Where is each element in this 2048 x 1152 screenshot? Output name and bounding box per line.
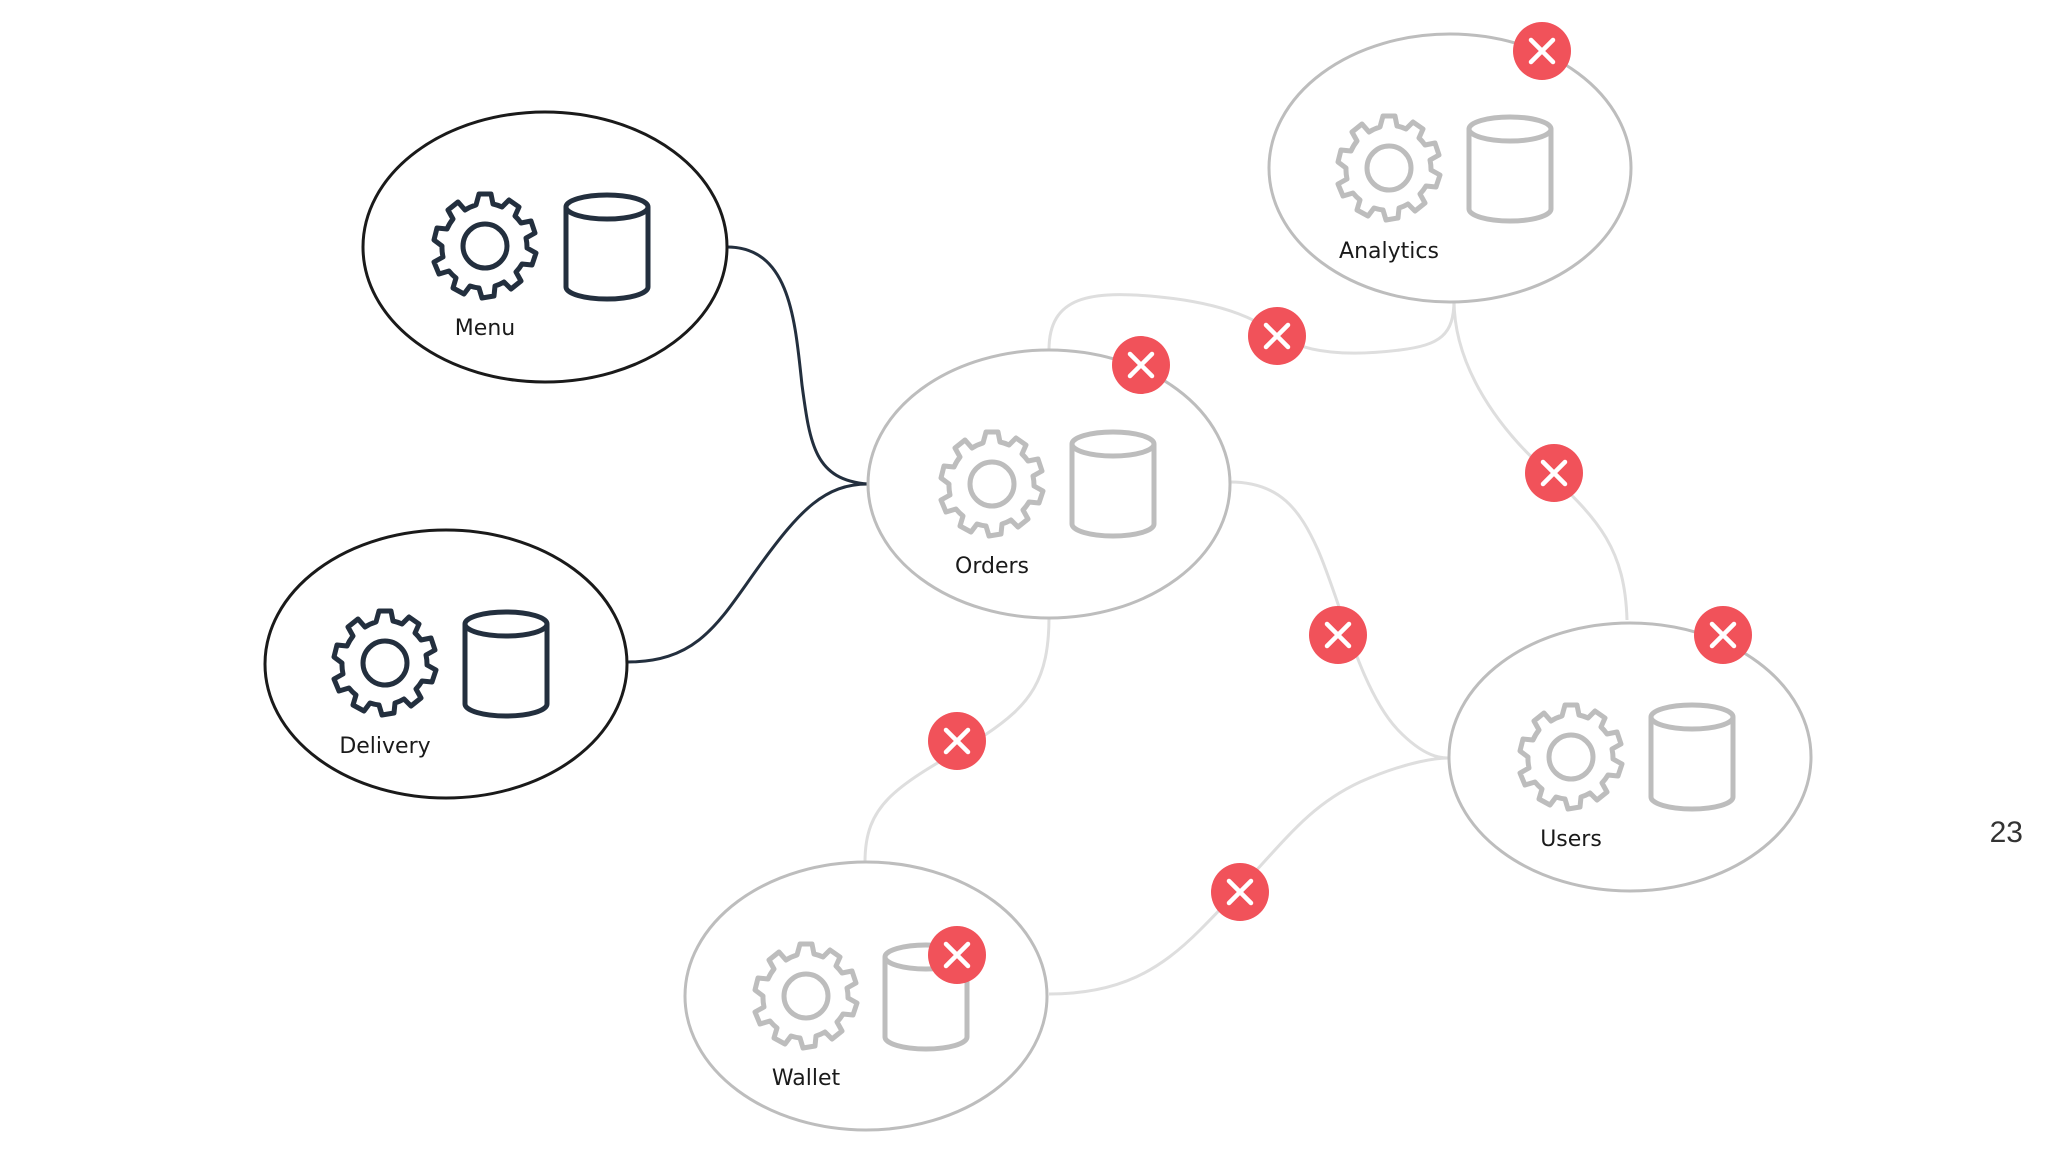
service-boundary (1447, 621, 1813, 893)
connection-delivery-orders (626, 482, 869, 664)
service-delivery: Delivery (263, 528, 629, 800)
close-icon (1525, 444, 1583, 502)
close-icon (1309, 606, 1367, 664)
connection-wallet-users (1048, 756, 1449, 996)
close-icon (928, 712, 986, 770)
close-icon (1513, 22, 1571, 80)
service-label: Menu (455, 316, 515, 341)
active-connections (626, 245, 869, 664)
service-users: Users (1447, 621, 1813, 893)
close-icon (928, 926, 986, 984)
service-boundary (1267, 32, 1633, 304)
service-label: Delivery (339, 734, 430, 759)
service-orders: Orders (866, 348, 1232, 620)
close-icon (1248, 307, 1306, 365)
service-label: Analytics (1339, 239, 1439, 264)
close-icon (1694, 606, 1752, 664)
connection-menu-orders (726, 245, 869, 486)
service-boundary (683, 860, 1049, 1132)
service-analytics: Analytics (1267, 32, 1633, 304)
page-number: 23 (1989, 816, 2023, 849)
service-wallet: Wallet (683, 860, 1049, 1132)
close-icon (1112, 336, 1170, 394)
service-boundary (263, 528, 629, 800)
close-icon (1211, 863, 1269, 921)
service-label: Users (1540, 827, 1602, 852)
service-boundary (866, 348, 1232, 620)
service-label: Orders (955, 554, 1029, 579)
service-boundary (361, 110, 729, 384)
service-label: Wallet (772, 1066, 841, 1091)
service-menu: Menu (361, 110, 729, 384)
